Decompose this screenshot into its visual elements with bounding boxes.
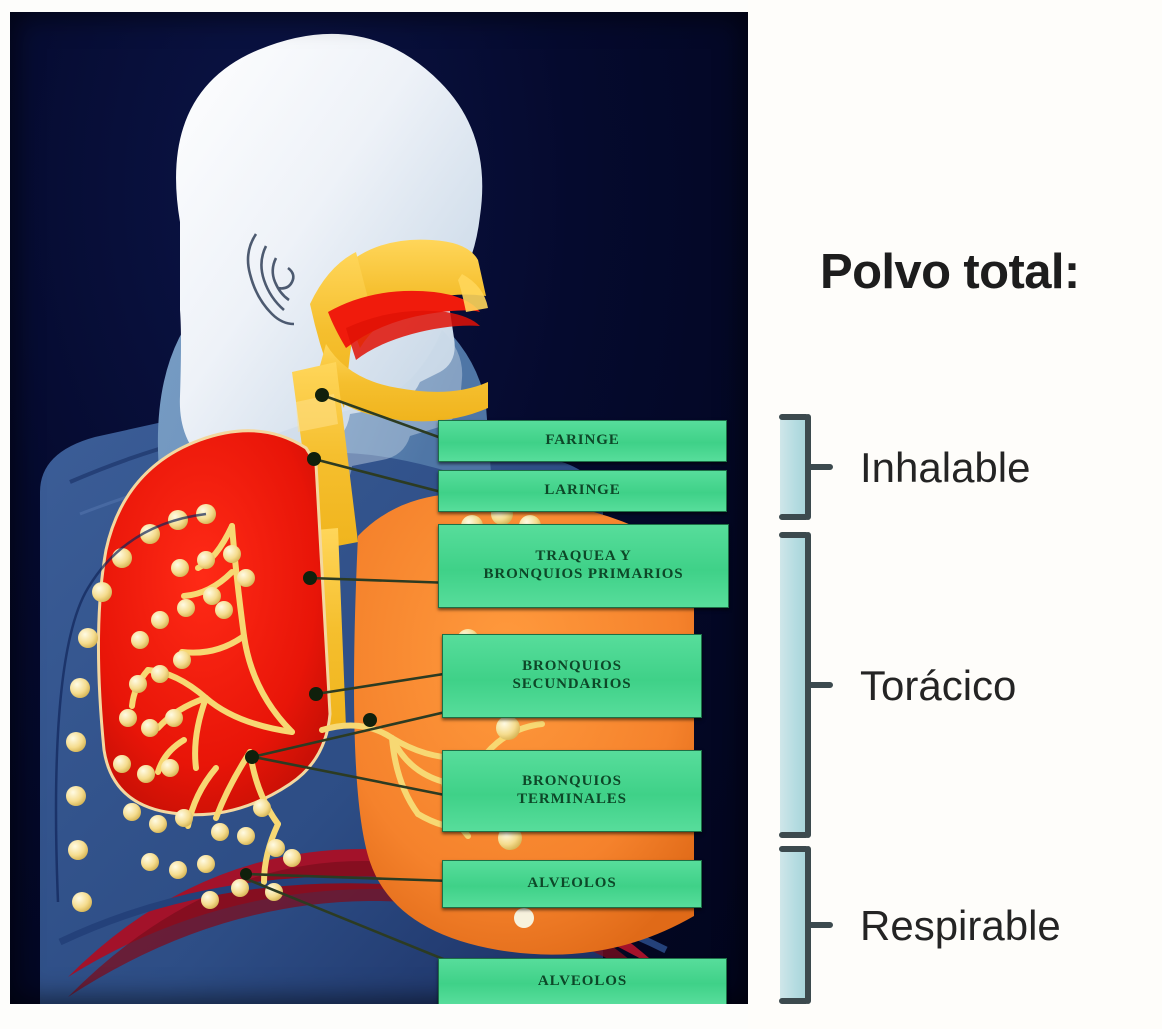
label-text-line1: TRAQUEA Y xyxy=(535,548,632,565)
brace-inhalable xyxy=(779,414,833,520)
upper-airway-path xyxy=(292,239,488,550)
label-box-laringe[interactable]: LARINGE xyxy=(438,470,727,512)
label-text-line2: TERMINALES xyxy=(517,791,627,807)
label-box-traquea-bronquios-primarios[interactable]: TRAQUEA Y BRONQUIOS PRIMARIOS xyxy=(438,524,729,608)
brace-toracico xyxy=(779,532,833,838)
label-text: LARINGE xyxy=(544,482,621,499)
label-text-line1: BRONQUIOS xyxy=(522,658,622,675)
fraction-label-respirable: Respirable xyxy=(860,902,1061,949)
respiratory-anatomy-illustration: FARINGE LARINGE TRAQUEA Y BRONQUIOS PRIM… xyxy=(10,12,748,1004)
legend-title: Polvo total: xyxy=(820,245,1080,299)
leader-dots xyxy=(240,388,377,880)
label-box-bronquios-terminales[interactable]: BRONQUIOS TERMINALES xyxy=(442,750,702,832)
label-box-alveolos-1[interactable]: ALVEOLOS xyxy=(442,860,702,908)
brace-group xyxy=(779,414,833,1004)
right-lung-shape xyxy=(354,493,694,955)
label-text-line2: SECUNDARIOS xyxy=(512,676,632,692)
pleural-dot-chain xyxy=(54,504,216,912)
brace-respirable xyxy=(779,846,833,1004)
fraction-label-toracico: Torácico xyxy=(860,662,1017,709)
label-box-bronquios-secundarios[interactable]: BRONQUIOS SECUNDARIOS xyxy=(442,634,702,718)
left-lung-shape xyxy=(96,429,332,817)
alveoli-dots-left xyxy=(113,545,301,909)
fraction-label-inhalable: Inhalable xyxy=(860,444,1031,491)
label-text-line2: BRONQUIOS PRIMARIOS xyxy=(483,566,684,582)
anatomy-svg xyxy=(40,33,694,1004)
dust-fraction-legend: Polvo total: xyxy=(748,0,1162,1029)
label-text: ALVEOLOS xyxy=(527,875,617,892)
label-text: FARINGE xyxy=(545,432,620,449)
label-box-alveolos-2[interactable]: ALVEOLOS xyxy=(438,958,727,1004)
label-text: ALVEOLOS xyxy=(537,972,628,989)
label-box-faringe[interactable]: FARINGE xyxy=(438,420,727,462)
label-text-line1: BRONQUIOS xyxy=(522,773,622,790)
